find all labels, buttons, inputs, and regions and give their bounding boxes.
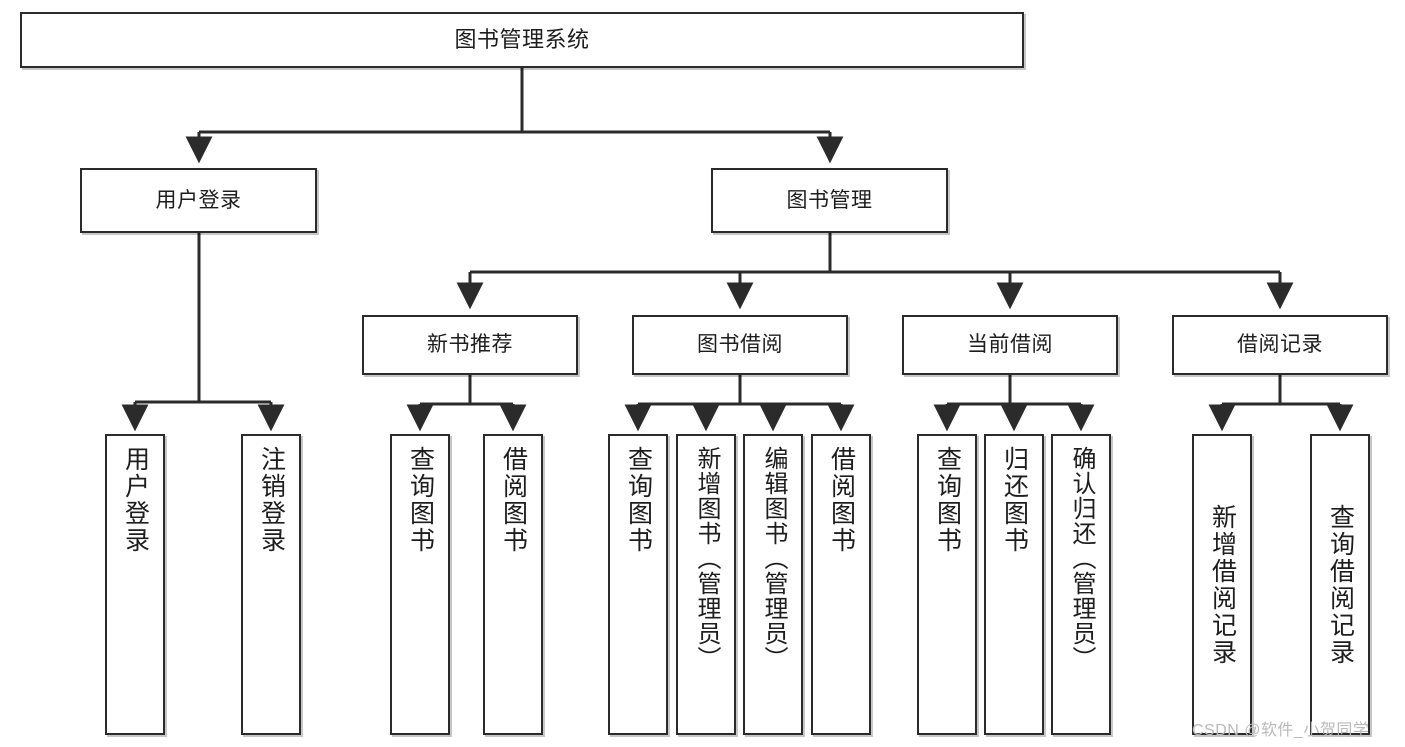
- leaf-return-book[interactable]: 归还图书: [984, 434, 1044, 735]
- leaf-query-book-borrow[interactable]: 查询图书: [608, 434, 668, 735]
- node-label: 查询图书: [624, 446, 653, 554]
- csdn-watermark: CSDN @软件_小贺同学: [1192, 722, 1370, 739]
- node-label: 当前借阅: [967, 333, 1053, 357]
- leaf-add-book-admin[interactable]: 新增图书（管理员）: [676, 434, 736, 735]
- node-label: 确认归还（管理员）: [1068, 446, 1095, 671]
- leaf-user-login[interactable]: 用户登录: [105, 434, 165, 735]
- node-label: 借阅图书: [827, 446, 856, 554]
- node-label: 借阅图书: [499, 446, 528, 554]
- node-label: 用户登录: [155, 188, 242, 212]
- leaf-query-borrow-record[interactable]: 查询借阅记录: [1310, 434, 1370, 735]
- node-label: 用户登录: [121, 446, 150, 554]
- node-label: 图书借阅: [697, 333, 783, 357]
- node-current-borrow[interactable]: 当前借阅: [902, 315, 1118, 375]
- leaf-edit-book-admin[interactable]: 编辑图书（管理员）: [743, 434, 803, 735]
- node-book-borrow[interactable]: 图书借阅: [632, 315, 848, 375]
- node-user-login[interactable]: 用户登录: [80, 168, 317, 233]
- leaf-confirm-return-admin[interactable]: 确认归还（管理员）: [1051, 434, 1111, 735]
- node-label: 归还图书: [1000, 446, 1029, 554]
- node-book-manage[interactable]: 图书管理: [711, 168, 948, 233]
- node-label: 注销登录: [257, 446, 286, 554]
- node-label: 编辑图书（管理员）: [760, 446, 787, 671]
- node-label: 图书管理系统: [454, 26, 590, 52]
- leaf-logout-login[interactable]: 注销登录: [241, 434, 301, 735]
- leaf-query-book-current[interactable]: 查询图书: [917, 434, 977, 735]
- node-borrow-record[interactable]: 借阅记录: [1172, 315, 1388, 375]
- node-label: 查询图书: [406, 446, 435, 554]
- leaf-borrow-book-borrow[interactable]: 借阅图书: [811, 434, 871, 735]
- node-label: 新书推荐: [427, 333, 513, 357]
- node-label: 查询借阅记录: [1326, 503, 1355, 666]
- node-root-system[interactable]: 图书管理系统: [20, 12, 1024, 68]
- node-label: 借阅记录: [1237, 333, 1323, 357]
- leaf-add-borrow-record[interactable]: 新增借阅记录: [1192, 434, 1252, 735]
- node-label: 图书管理: [786, 188, 873, 212]
- node-new-book-rec[interactable]: 新书推荐: [362, 315, 578, 375]
- leaf-query-book-newrec[interactable]: 查询图书: [390, 434, 450, 735]
- leaf-borrow-book-newrec[interactable]: 借阅图书: [483, 434, 543, 735]
- node-label: 新增图书（管理员）: [693, 446, 720, 671]
- node-label: 查询图书: [933, 446, 962, 554]
- node-label: 新增借阅记录: [1208, 503, 1237, 666]
